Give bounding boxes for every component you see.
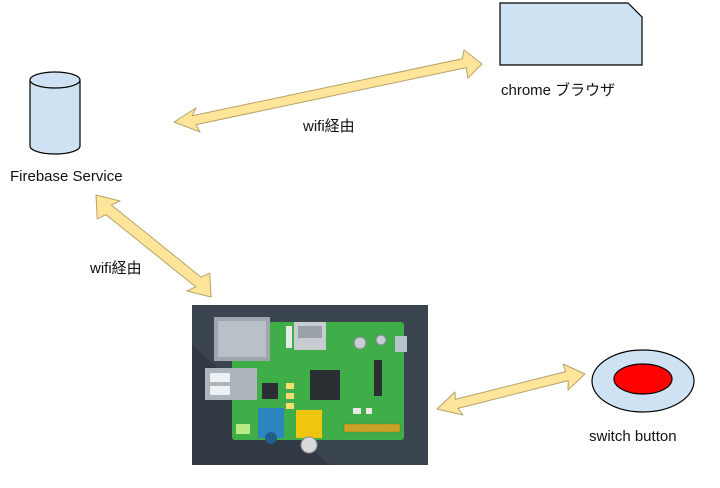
edge-label-firebase-raspberry-pi: wifi経由	[89, 260, 142, 277]
node-label-browser: chrome ブラウザ	[501, 81, 615, 99]
edge-label-firebase-browser: wifi経由	[302, 118, 355, 135]
double-arrow-firebase-browser	[173, 49, 483, 133]
node-switch: switch button	[589, 349, 695, 445]
node-firebase: Firebase Service	[10, 71, 123, 185]
document-icon	[499, 2, 643, 66]
node-raspberry-pi	[192, 305, 428, 465]
raspberry-pi-board-icon	[192, 305, 428, 465]
edge-firebase-raspberry-pi	[95, 194, 212, 298]
edge-raspberry-pi-switch	[436, 363, 586, 416]
push-button-icon	[591, 349, 695, 413]
database-cylinder-icon	[29, 71, 81, 155]
double-arrow-raspberry-pi-switch	[436, 363, 586, 416]
node-label-firebase: Firebase Service	[10, 168, 123, 185]
node-label-switch: switch button	[589, 428, 677, 445]
node-browser: chrome ブラウザ	[499, 2, 643, 99]
double-arrow-firebase-raspberry-pi	[95, 194, 212, 298]
edge-firebase-browser	[173, 49, 483, 133]
